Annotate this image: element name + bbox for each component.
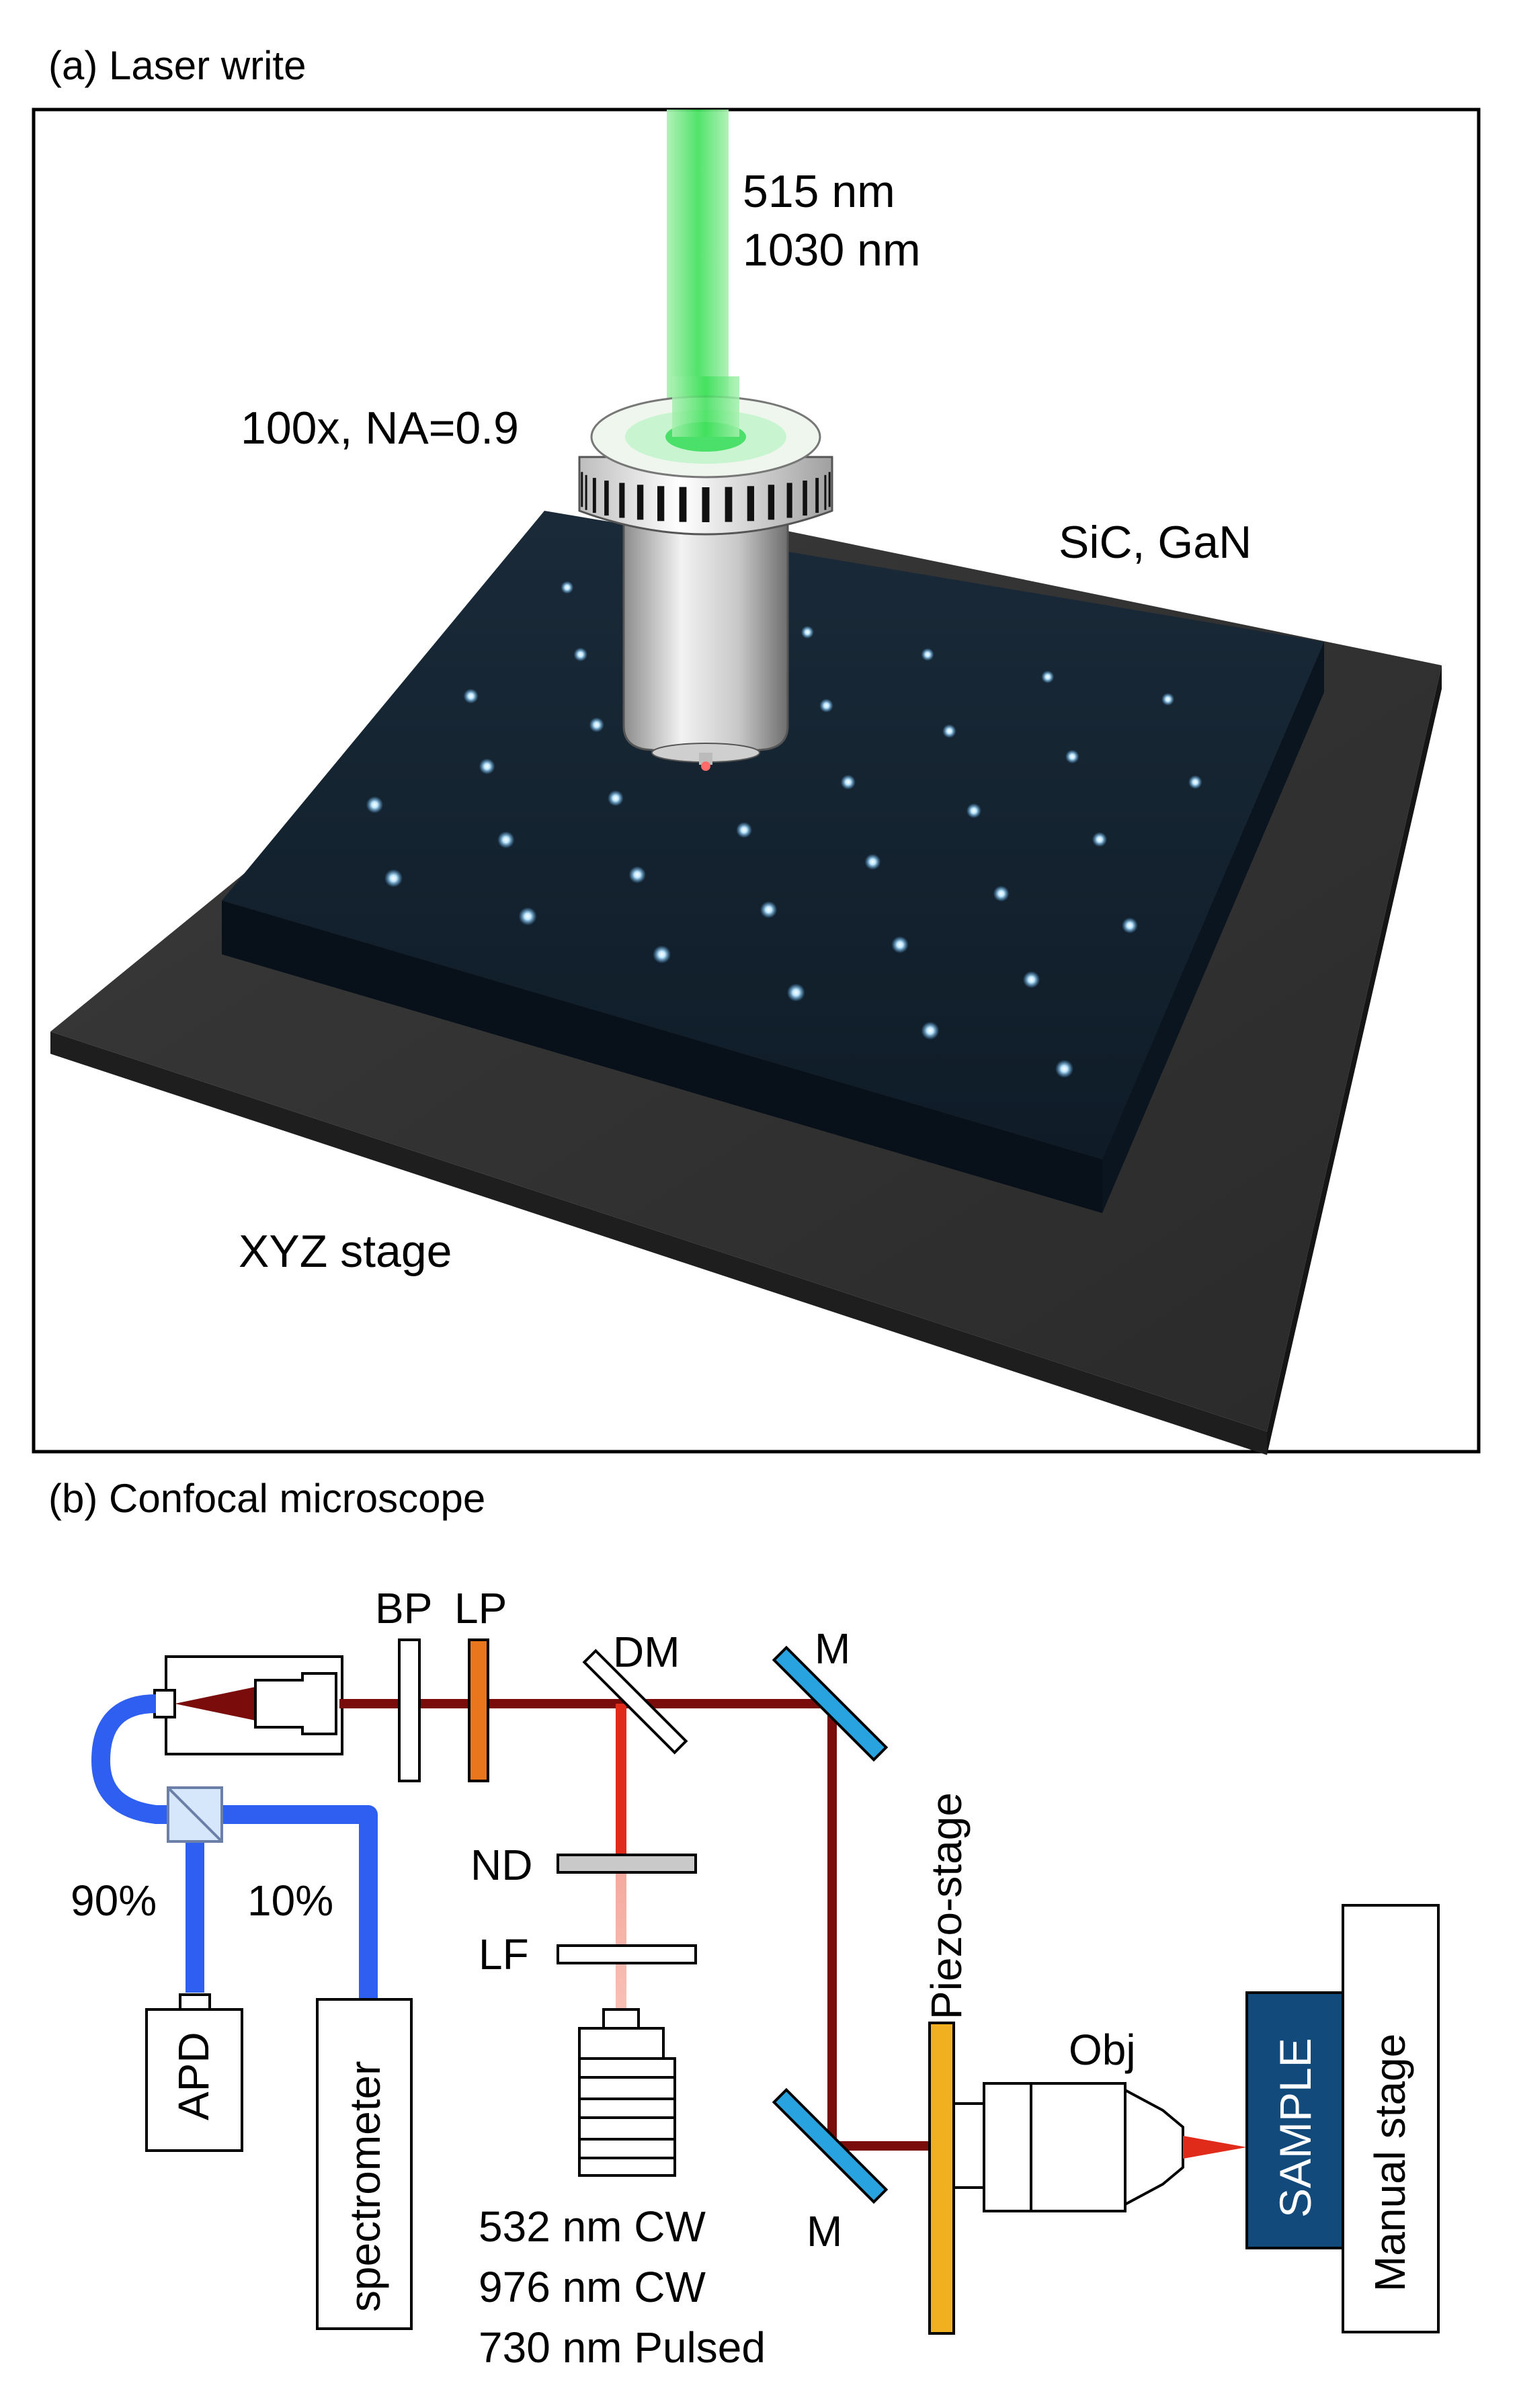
knurl-mark	[637, 485, 644, 520]
mirror-top	[772, 1645, 889, 1762]
written-spot	[840, 774, 856, 790]
written-spot	[819, 698, 833, 713]
written-spot	[942, 724, 956, 739]
manual-stage-box	[1342, 1904, 1440, 2333]
written-spot	[786, 983, 805, 1002]
written-spot	[891, 936, 909, 954]
detection-beam-path	[339, 1699, 938, 2151]
material-label: SiC, GaN	[1059, 517, 1252, 568]
written-spot	[966, 803, 981, 819]
detection-lens-housing	[153, 1655, 343, 1755]
written-spot	[1022, 971, 1040, 989]
wavelength-515-label: 515 nm	[743, 166, 895, 217]
mirror-bottom	[772, 2087, 889, 2204]
fiber-path	[91, 1694, 378, 2003]
written-spot	[1065, 749, 1079, 764]
knurl-mark	[815, 478, 819, 513]
written-spot	[921, 1022, 940, 1040]
excitation-beam-red	[616, 1704, 626, 1855]
written-spot	[1122, 917, 1138, 933]
split-10-label: 10%	[247, 1876, 333, 1925]
knurl-mark	[803, 481, 807, 516]
written-spot	[518, 907, 537, 925]
written-spot	[760, 901, 778, 919]
spectrometer-box	[316, 1998, 413, 2330]
split-90-label: 90%	[71, 1876, 157, 1925]
dichroic-mirror	[582, 1649, 688, 1755]
lf-filter	[557, 1944, 697, 1964]
laser-source	[578, 2008, 676, 2177]
written-spot	[463, 688, 479, 704]
nd-label: ND	[470, 1841, 532, 1889]
manual-stage-label: Manual stage	[1366, 2034, 1414, 2292]
apd-label: APD	[169, 2032, 218, 2120]
written-spot	[864, 854, 881, 870]
knurl-mark	[828, 472, 831, 507]
written-spot	[384, 869, 403, 888]
piezo-label: Piezo-stage	[922, 1792, 971, 2020]
knurl-mark	[725, 487, 733, 522]
written-spot	[573, 647, 587, 662]
green-laser-beam	[667, 110, 729, 425]
written-spot	[479, 758, 495, 775]
sample-label: SAMPLE	[1270, 2038, 1320, 2218]
stage-label: XYZ stage	[239, 1226, 452, 1277]
written-spot	[993, 885, 1010, 902]
written-spot	[736, 822, 752, 838]
dm-label: DM	[613, 1628, 680, 1676]
mirror-bottom-label: M	[807, 2207, 842, 2255]
nd-filter	[557, 1854, 697, 1874]
knurl-mark	[786, 483, 792, 518]
written-spot	[1092, 832, 1108, 847]
knurl-mark	[581, 472, 583, 507]
written-spot	[608, 790, 624, 806]
written-spot	[1161, 693, 1175, 706]
bp-label: BP	[375, 1584, 432, 1632]
sample-objective	[952, 2082, 1184, 2212]
lf-label: LF	[479, 1930, 529, 1979]
obj-label: Obj	[1069, 2026, 1136, 2074]
knurl-ring	[581, 472, 831, 522]
apd-box	[145, 2008, 243, 2152]
objective-spec-label: 100x, NA=0.9	[241, 403, 519, 454]
knurl-mark	[619, 483, 625, 518]
apd-connector	[179, 1993, 211, 2011]
knurl-mark	[657, 486, 665, 522]
piezo-stage	[928, 2022, 955, 2335]
written-spot	[497, 831, 515, 849]
written-spot	[628, 866, 646, 884]
written-spot	[921, 648, 934, 661]
written-spot	[366, 796, 384, 814]
spectrometer-label: spectrometer	[341, 2061, 389, 2312]
focus-beam	[1183, 2136, 1247, 2159]
knurl-mark	[824, 474, 827, 510]
knurl-mark	[747, 486, 754, 522]
bp-filter	[398, 1638, 421, 1782]
panel-a-title: (a) Laser write	[48, 43, 306, 88]
laser-532-label: 532 nm CW	[479, 2202, 706, 2251]
written-spot	[561, 581, 574, 594]
knurl-mark	[604, 481, 609, 516]
knurl-mark	[702, 487, 710, 522]
knurl-mark	[585, 474, 587, 510]
written-spot	[653, 945, 671, 964]
objective-lens	[578, 376, 833, 771]
laser-976-label: 976 nm CW	[479, 2263, 706, 2311]
lp-label: LP	[454, 1584, 507, 1632]
written-spot	[589, 717, 604, 733]
written-spot	[1041, 670, 1055, 683]
lp-filter	[468, 1638, 489, 1782]
laser-730-label: 730 nm Pulsed	[479, 2323, 766, 2372]
written-spot	[1055, 1059, 1073, 1078]
mirror-top-label: M	[815, 1624, 850, 1673]
beam-splitter-diagonal	[167, 1786, 223, 1843]
written-spot	[1188, 775, 1202, 790]
knurl-mark	[768, 485, 775, 520]
wavelength-1030-label: 1030 nm	[743, 224, 921, 276]
panel-b-title: (b) Confocal microscope	[48, 1476, 485, 1521]
knurl-mark	[679, 487, 687, 522]
knurl-mark	[592, 478, 596, 513]
written-spot	[801, 626, 814, 639]
